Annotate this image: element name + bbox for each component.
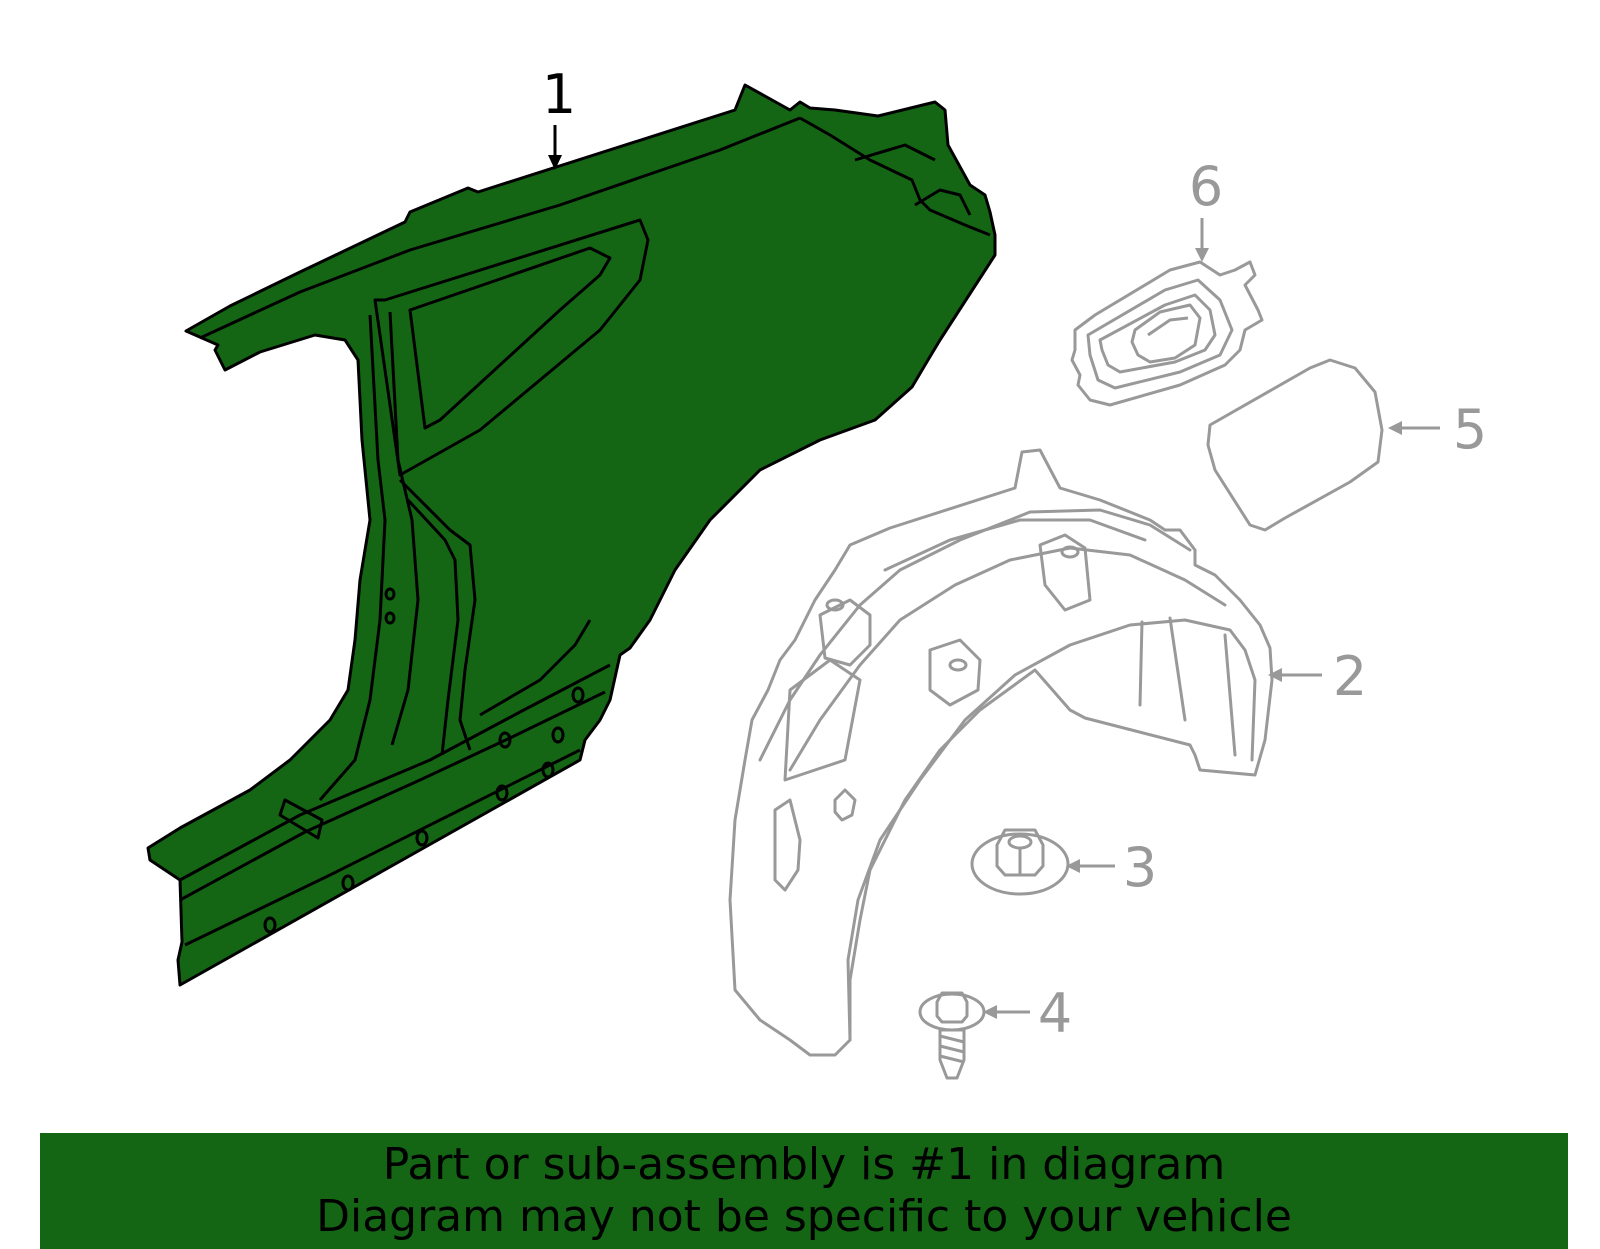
- fuel-pocket-inner-rim: [1098, 293, 1217, 374]
- quarter-panel-hole: [498, 731, 512, 749]
- wheelhouse-liner-mount: [928, 638, 982, 707]
- quarter-panel-roof-rail: [199, 116, 801, 340]
- callout-arrowhead: [1388, 421, 1402, 435]
- quarter-panel-sill-mid: [179, 690, 606, 902]
- callout-number: 4: [1038, 982, 1072, 1045]
- callout-arrowhead: [1066, 859, 1080, 873]
- wheelhouse-liner-rib: [1168, 616, 1187, 722]
- nut-bore: [1007, 834, 1033, 850]
- screw-thread: [939, 1034, 965, 1064]
- screw-head: [935, 991, 969, 1024]
- wheelhouse-liner-band-inner: [788, 546, 1227, 772]
- quarter-panel-hole: [384, 611, 396, 625]
- callout-arrowhead: [548, 155, 562, 170]
- wheelhouse-liner-flap: [773, 798, 802, 892]
- quarter-panel-sill-bracket: [278, 798, 324, 840]
- callout-5: 5: [1388, 398, 1487, 461]
- quarter-panel-hole: [415, 829, 429, 847]
- wheelhouse-liner-band-2: [883, 518, 1147, 572]
- quarter-panel-rear-top: [799, 116, 991, 237]
- wheelhouse-liner-hole: [825, 598, 845, 612]
- quarter-panel-hole: [384, 587, 396, 601]
- quarter-panel-hole: [263, 916, 277, 934]
- quarter-panel-hole: [495, 784, 509, 802]
- callout-3: 3: [1066, 836, 1157, 899]
- fuel-pocket-filler-opening: [1130, 303, 1202, 364]
- wheelhouse-liner-mount: [1038, 533, 1092, 612]
- quarter-panel-sill-top: [179, 663, 611, 882]
- callout-4: 4: [983, 982, 1072, 1045]
- nut-part[interactable]: [970, 828, 1070, 896]
- quarter-panel-tail-notch: [914, 188, 972, 216]
- fuel-pocket-part[interactable]: [1070, 260, 1264, 407]
- wheelhouse-liner-hole: [948, 658, 968, 672]
- quarter-panel-sill-low: [184, 748, 581, 947]
- footer-line-1: Part or sub-assembly is #1 in diagram: [382, 1139, 1226, 1190]
- wheelhouse-liner-rib: [1138, 620, 1144, 707]
- callout-number: 6: [1189, 155, 1223, 218]
- quarter-panel-window-inner: [408, 246, 612, 430]
- quarter-panel-part[interactable]: [146, 83, 997, 987]
- callout-number: 2: [1333, 645, 1367, 708]
- wheelhouse-liner-hole: [1060, 545, 1080, 559]
- quarter-panel-pillar: [318, 314, 387, 801]
- footer-banner: Part or sub-assembly is #1 in diagram Di…: [40, 1133, 1568, 1249]
- callout-2: 2: [1268, 645, 1367, 708]
- screw-washer: [918, 992, 986, 1032]
- quarter-panel-channel: [398, 478, 477, 751]
- quarter-panel-rear-lamp-edge: [854, 143, 936, 162]
- nut-hex: [995, 828, 1045, 877]
- callout-number: 5: [1453, 398, 1487, 461]
- callout-6: 6: [1189, 155, 1223, 262]
- fuel-pocket-rim: [1086, 278, 1234, 390]
- screw-shank: [938, 1028, 966, 1080]
- callout-arrowhead: [983, 1005, 997, 1019]
- wheelhouse-liner-part[interactable]: [728, 448, 1274, 1057]
- quarter-panel-pillar-inner: [388, 311, 420, 746]
- quarter-panel-hole: [541, 761, 555, 779]
- nut-flange: [970, 832, 1070, 896]
- wheelhouse-liner-outer-band: [758, 508, 1192, 762]
- fuel-door-part[interactable]: [1206, 358, 1384, 532]
- wheelhouse-liner-rib: [1223, 633, 1237, 757]
- wheelhouse-liner-mount: [818, 598, 872, 667]
- screw-part[interactable]: [918, 991, 986, 1080]
- quarter-panel-hole: [571, 686, 585, 704]
- fuel-pocket-outline: [1070, 260, 1264, 407]
- quarter-panel-wheel-arch-crease: [479, 619, 592, 717]
- quarter-panel-body: [146, 83, 997, 987]
- callout-arrowhead: [1268, 668, 1282, 682]
- quarter-panel-hole: [551, 726, 565, 744]
- quarter-panel-window-frame: [373, 218, 650, 477]
- fuel-door-outline: [1206, 358, 1384, 532]
- footer-line-2: Diagram may not be specific to your vehi…: [316, 1191, 1292, 1242]
- quarter-panel-hole: [341, 874, 355, 892]
- wheelhouse-liner-inner-arch: [846, 618, 1257, 1042]
- callout-number: 1: [542, 63, 576, 126]
- wheelhouse-liner-flap: [833, 788, 857, 822]
- wheelhouse-liner-outline: [728, 448, 1274, 1057]
- callout-arrowhead: [1195, 248, 1209, 262]
- callout-number: 3: [1123, 836, 1157, 899]
- fuel-pocket-neck: [1147, 316, 1189, 337]
- callout-1: 1: [542, 63, 576, 170]
- wheelhouse-liner-flap: [783, 658, 862, 782]
- quarter-panel-channel-inner: [406, 498, 460, 756]
